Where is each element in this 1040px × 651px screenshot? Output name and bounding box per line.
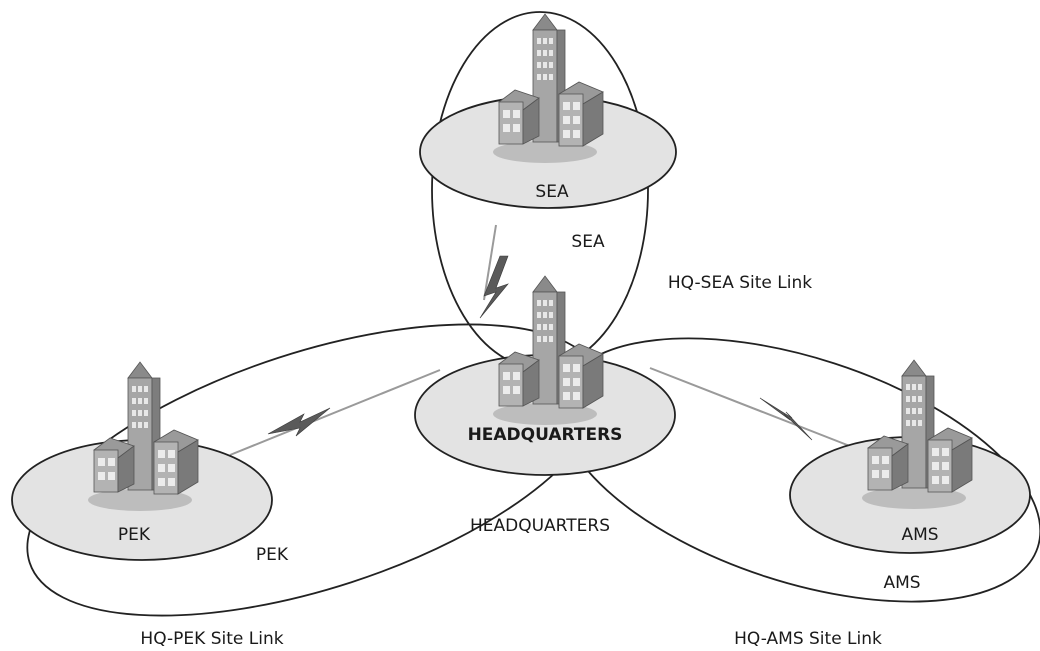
site-label-sea: SEA [535, 182, 569, 202]
site-link-label-hq-pek: HQ-PEK Site Link [140, 629, 283, 649]
building-icon [492, 275, 604, 426]
network-label-sea: SEA [571, 232, 605, 252]
site-label-headquarters: HEADQUARTERS [468, 425, 623, 445]
network-label-pek: PEK [256, 545, 289, 565]
site-link-label-hq-sea: HQ-SEA Site Link [668, 273, 812, 293]
site-label-pek: PEK [118, 525, 151, 545]
network-label-ams: AMS [883, 573, 920, 593]
site-link-label-hq-ams: HQ-AMS Site Link [734, 629, 882, 649]
building-icon [492, 13, 604, 164]
network-label-headquarters: HEADQUARTERS [470, 516, 610, 536]
building-icon [87, 361, 199, 512]
site-label-ams: AMS [901, 525, 938, 545]
wan-link-bolt-icon [479, 255, 509, 319]
wan-link-bolt-icon [267, 407, 331, 437]
wan-link-bolt-icon [759, 397, 813, 441]
building-icon [861, 359, 973, 510]
